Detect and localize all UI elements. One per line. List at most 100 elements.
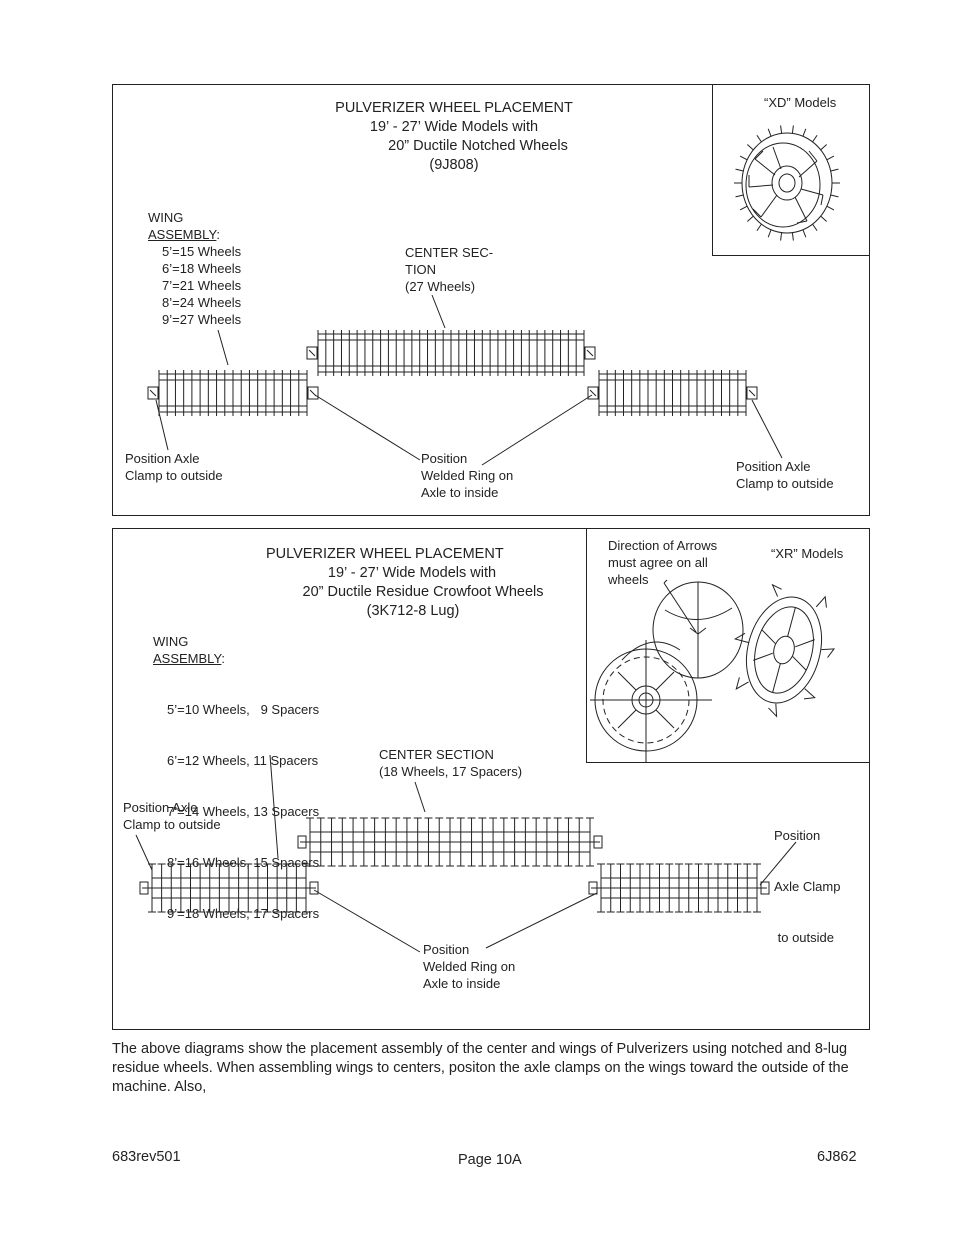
- note-line: Position Axle: [123, 800, 198, 815]
- crowfoot-wheel: [196, 863, 205, 913]
- crowfoot-wheel: [616, 863, 625, 913]
- panel1-clamp-left-note: Position Axle Clamp to outside: [125, 450, 223, 484]
- crowfoot-wheel: [327, 817, 336, 867]
- wheel-notch: [826, 155, 835, 161]
- crowfoot-wheel: [157, 863, 166, 913]
- hub-detail: [748, 389, 756, 397]
- hub-detail: [149, 389, 157, 397]
- crowfoot-wheel: [489, 817, 498, 867]
- xd-model-inset: [712, 84, 870, 256]
- panel2-right-wing-roller: [588, 863, 770, 913]
- crowfoot-wheel: [282, 863, 291, 913]
- notched-wheel-panel: [112, 84, 870, 516]
- crowfoot-wheel: [292, 863, 301, 913]
- wheel-notch: [746, 144, 754, 151]
- crowfoot-wheel: [402, 817, 411, 867]
- crowfoot-wheel: [205, 863, 214, 913]
- leader-line: [431, 294, 446, 329]
- wheel-notch: [780, 232, 783, 241]
- panel1-title-line1: PULVERIZER WHEEL PLACEMENT: [335, 100, 573, 116]
- wing-line: 8’=16 Wheels, 15 Spacers: [167, 855, 320, 870]
- crowfoot-wheel: [273, 863, 282, 913]
- wheel-notch: [791, 125, 794, 134]
- note-line: Position Axle: [125, 451, 200, 466]
- panel2-left-wing-roller: [139, 863, 319, 913]
- note-line: Welded Ring on: [421, 468, 514, 483]
- panel2-title-line2: 19’ - 27’ Wide Models with: [327, 565, 497, 581]
- footer-doc-revision: 683rev501: [112, 1149, 181, 1165]
- leader-line: [269, 754, 279, 859]
- leader-line: [751, 399, 783, 459]
- center-line: TION: [405, 262, 437, 277]
- wing-heading: WING: [153, 634, 189, 649]
- crowfoot-wheel: [253, 863, 262, 913]
- crowfoot-wheel: [263, 863, 272, 913]
- note-line: Axle to inside: [423, 976, 501, 991]
- crowfoot-wheel: [456, 817, 465, 867]
- panel2-welded-ring-note: Position Welded Ring on Axle to inside: [423, 941, 515, 992]
- crowfoot-wheel: [733, 863, 742, 913]
- leader-line: [155, 399, 169, 451]
- note-line: Position: [421, 451, 468, 466]
- wheel-notch: [802, 229, 807, 238]
- leader-line: [481, 394, 593, 466]
- panel1-center-section-label: CENTER SEC- TION (27 Wheels): [405, 244, 493, 295]
- crowfoot-wheel-panel: [112, 528, 870, 1030]
- leader-line: [217, 329, 229, 366]
- wing-line: 6’=12 Wheels, 11 Spacers: [167, 753, 319, 768]
- leader-line: [759, 841, 797, 886]
- panel2-title-line1: PULVERIZER WHEEL PLACEMENT: [266, 546, 504, 562]
- wing-line: 7’=21 Wheels: [162, 278, 242, 293]
- crowfoot-wheel: [564, 817, 573, 867]
- wing-colon: :: [216, 227, 221, 242]
- note-line: Position Axle: [736, 459, 811, 474]
- welded-ring: [584, 346, 596, 360]
- panel1-title-line3: 20” Ductile Notched Wheels: [388, 138, 568, 154]
- panel2-title: PULVERIZER WHEEL PLACEMENT 19’ - 27’ Wid…: [250, 545, 570, 621]
- wheel-notch: [830, 168, 839, 172]
- axle-clamp: [147, 386, 159, 400]
- crowfoot-wheel: [542, 817, 551, 867]
- wing-subheading: ASSEMBLY: [153, 651, 222, 666]
- leader-line: [414, 781, 426, 813]
- crowfoot-wheel: [167, 863, 176, 913]
- hub-detail: [589, 389, 597, 397]
- panel2-clamp-right-note: Position Axle Clamp to outside: [774, 793, 840, 963]
- note-line: Axle to inside: [421, 485, 499, 500]
- crowfoot-wheel: [392, 817, 401, 867]
- hub-detail: [586, 349, 594, 357]
- wheel-notch: [756, 223, 762, 232]
- hub-detail: [308, 349, 316, 357]
- wheel-notch: [791, 232, 794, 241]
- welded-ring: [306, 346, 318, 360]
- crowfoot-wheel: [370, 817, 379, 867]
- panel2-title-line3: 20” Ductile Residue Crowfoot Wheels: [302, 584, 544, 600]
- crowfoot-wheel: [553, 817, 562, 867]
- wheel-notch: [812, 134, 818, 143]
- wheel-notch: [739, 205, 748, 211]
- wing-line: 8’=24 Wheels: [162, 295, 242, 310]
- description-paragraph: The above diagrams show the placement as…: [112, 1041, 849, 1095]
- crowfoot-wheel: [176, 863, 185, 913]
- crowfoot-wheel: [215, 863, 224, 913]
- panel1-welded-ring-note: Position Welded Ring on Axle to inside: [421, 450, 513, 501]
- crowfoot-wheel: [338, 817, 347, 867]
- crowfoot-wheel: [645, 863, 654, 913]
- crowfoot-wheel: [186, 863, 195, 913]
- crowfoot-wheel: [586, 817, 594, 867]
- note-line: Welded Ring on: [423, 959, 516, 974]
- panel1-left-wing-roller: [147, 370, 319, 416]
- crowfoot-wheel: [704, 863, 713, 913]
- axle-clamp: [746, 386, 758, 400]
- hub: [588, 881, 598, 895]
- crowfoot-wheel: [510, 817, 519, 867]
- note-line: Position: [774, 828, 821, 843]
- wheel-notch: [830, 194, 839, 198]
- center-line: (18 Wheels, 17 Spacers): [379, 764, 523, 779]
- crowfoot-wheel: [675, 863, 683, 913]
- note-line: Clamp to outside: [123, 817, 221, 832]
- panel1-wing-assembly: WING ASSEMBLY: 5’=15 Wheels 6’=18 Wheels…: [148, 209, 241, 328]
- panel1-title: PULVERIZER WHEEL PLACEMENT 19’ - 27’ Wid…: [300, 99, 608, 175]
- crowfoot-wheel: [306, 817, 314, 867]
